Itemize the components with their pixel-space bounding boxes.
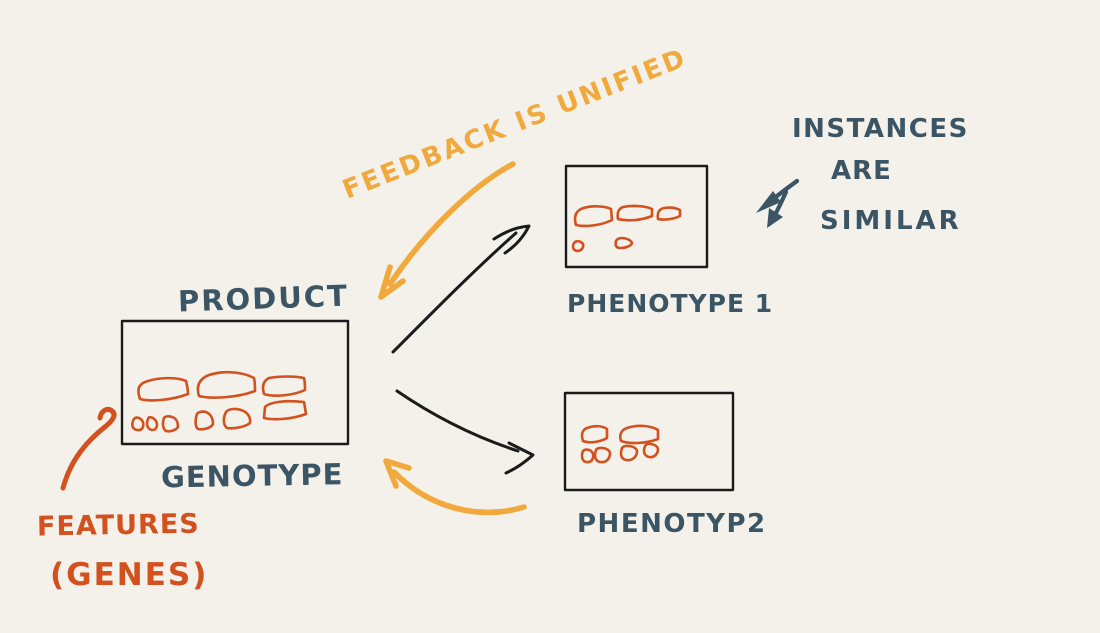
instances-arrow-2-head [767,208,783,228]
phenotype1-label: PHENOTYPE 1 [567,289,773,318]
gene-shape [593,446,612,464]
phenotype2-gene-shapes [580,424,660,464]
gene-shape [580,424,609,444]
arrow-to-phenotype2-head [504,441,535,475]
genotype-label: GENOTYPE [161,457,344,494]
phenotype2-box: PHENOTYP2 [563,391,767,539]
arrow-to-phenotype1-head [492,224,531,255]
instances-label-line3: SIMILAR [820,206,962,236]
product-label: PRODUCT [177,279,349,319]
gene-shape [137,376,190,402]
feedback-arrow-bottom [391,469,527,516]
genotype-gene-shapes [131,370,308,433]
gene-shape [161,415,180,433]
gene-shape [131,416,145,432]
gene-shape [614,236,634,250]
gene-shape [194,410,215,431]
arrow-to-phenotype2 [395,389,520,453]
gene-shape [145,415,159,432]
gene-shape [580,448,595,464]
phenotype2-box-outline [563,391,735,492]
features-arrow [60,406,117,491]
feedback-arrow-top-head [378,264,406,300]
gene-shape [222,407,252,430]
phenotype1-gene-shapes [571,204,682,253]
gene-shape [618,424,660,445]
feedback-arrow-bottom-head [383,458,412,489]
expression-arrows [391,224,535,475]
instances-arrow-1-head [756,191,781,213]
gene-shape [616,204,654,222]
instances-label-line1: INSTANCES [792,114,969,144]
phenotype1-box-outline [564,164,709,269]
arrow-to-phenotype1 [391,231,518,354]
gene-shape [196,370,257,399]
phenotype1-box: PHENOTYPE 1 [564,164,773,318]
gene-shape [571,239,585,253]
instances-annotation: INSTANCES ARE SIMILAR [756,114,969,236]
gene-shape [573,205,614,228]
feedback-label: FEEDBACK IS UNIFIED [339,43,692,206]
phenotype2-label: PHENOTYP2 [577,509,767,539]
instances-label-line2: ARE [831,156,892,186]
features-annotation: FEATURES (GENES) [37,406,208,593]
feedback-arrow-top [387,161,516,287]
product-genotype-box: PRODUCT GENOTYPE [120,279,350,494]
gene-shape [262,399,308,421]
gene-shape [642,442,660,459]
genes-label: (GENES) [50,557,208,593]
gene-shape [261,375,307,397]
gene-shape [619,444,639,462]
gene-shape [656,206,682,221]
genotype-box-outline [120,319,350,446]
features-label: FEATURES [37,509,200,543]
